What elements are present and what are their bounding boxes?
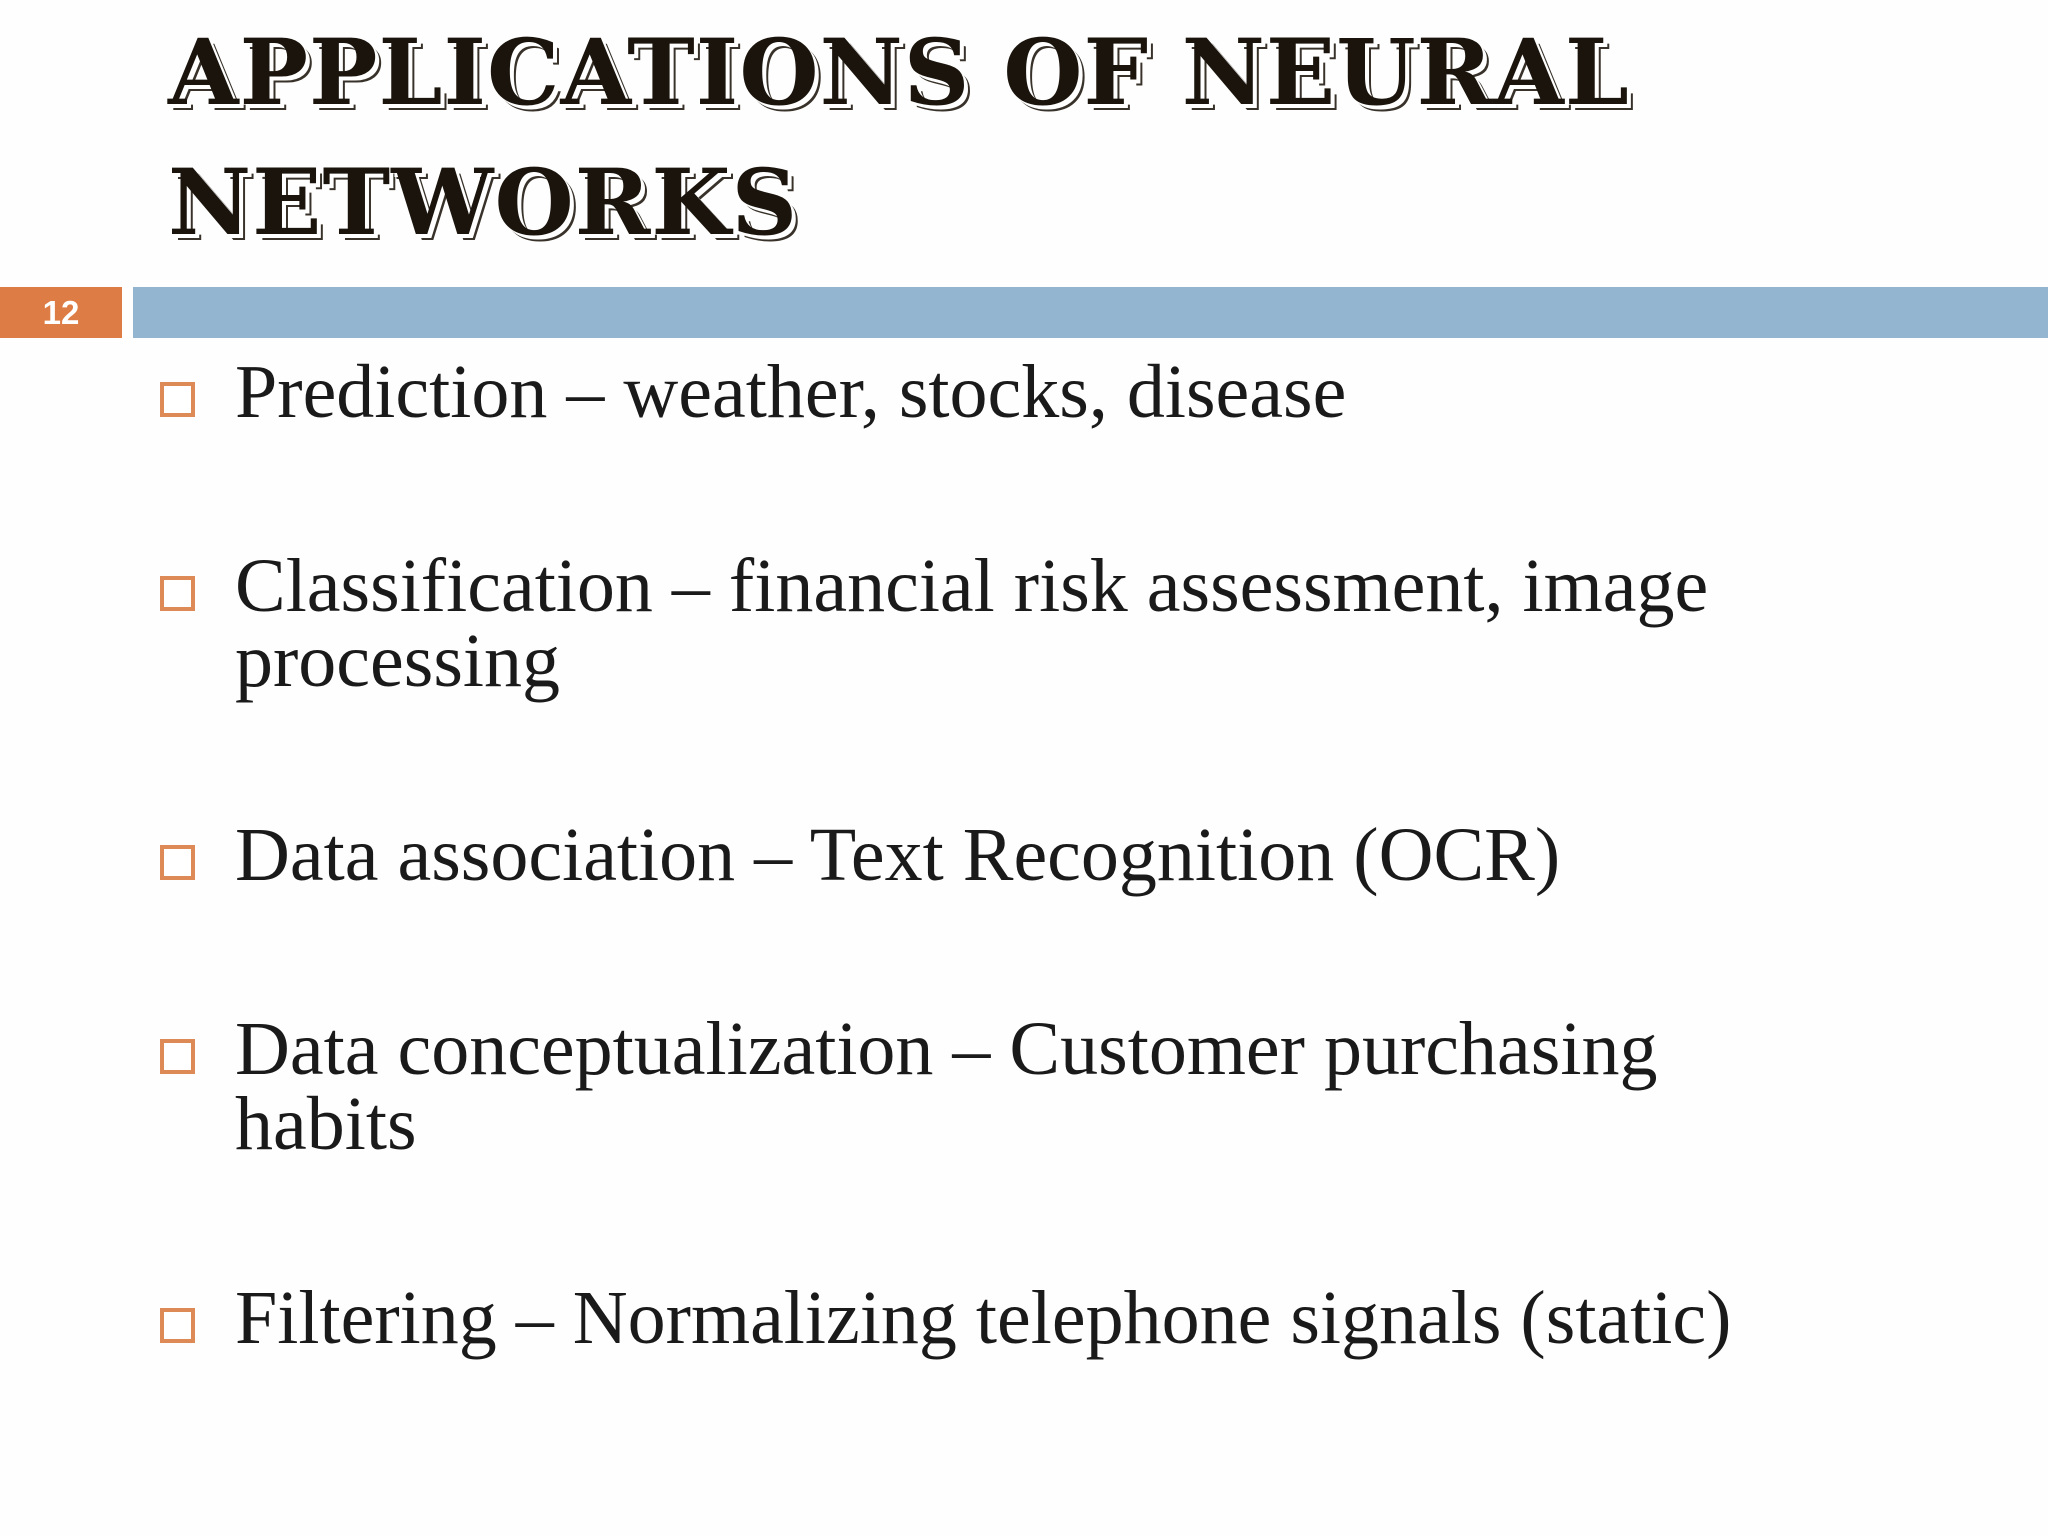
slide-title: APPLICATIONS OF NEURAL NETWORKS <box>168 8 1988 268</box>
bullet-text: Classification – financial risk assessme… <box>235 544 1709 703</box>
bullet-square-icon <box>160 576 195 611</box>
page-number: 12 <box>42 293 80 331</box>
slide-title-line-2: NETWORKS <box>168 150 799 256</box>
header-band: 12 <box>0 287 2048 338</box>
header-bar <box>133 287 2048 338</box>
bullet-text: Data association – Text Recognition (OCR… <box>235 813 1561 897</box>
bullet-text: Data conceptualization – Customer purcha… <box>235 1007 1658 1166</box>
bullet-square-icon <box>160 1039 195 1074</box>
page-number-badge: 12 <box>0 287 122 338</box>
list-item: Filtering – Normalizing telephone signal… <box>160 1276 1950 1360</box>
bullet-square-icon <box>160 845 195 880</box>
list-item: Prediction – weather, stocks, disease <box>160 350 1950 434</box>
list-item: Classification – financial risk assessme… <box>160 544 1950 703</box>
slide-title-line-1: APPLICATIONS OF NEURAL <box>168 20 1630 126</box>
bullet-square-icon <box>160 382 195 417</box>
bullet-list: Prediction – weather, stocks, disease Cl… <box>160 350 1950 1360</box>
bullet-text: Prediction – weather, stocks, disease <box>235 350 1347 434</box>
bullet-text: Filtering – Normalizing telephone signal… <box>235 1276 1732 1360</box>
bullet-square-icon <box>160 1308 195 1343</box>
list-item: Data association – Text Recognition (OCR… <box>160 813 1950 897</box>
list-item: Data conceptualization – Customer purcha… <box>160 1007 1950 1166</box>
